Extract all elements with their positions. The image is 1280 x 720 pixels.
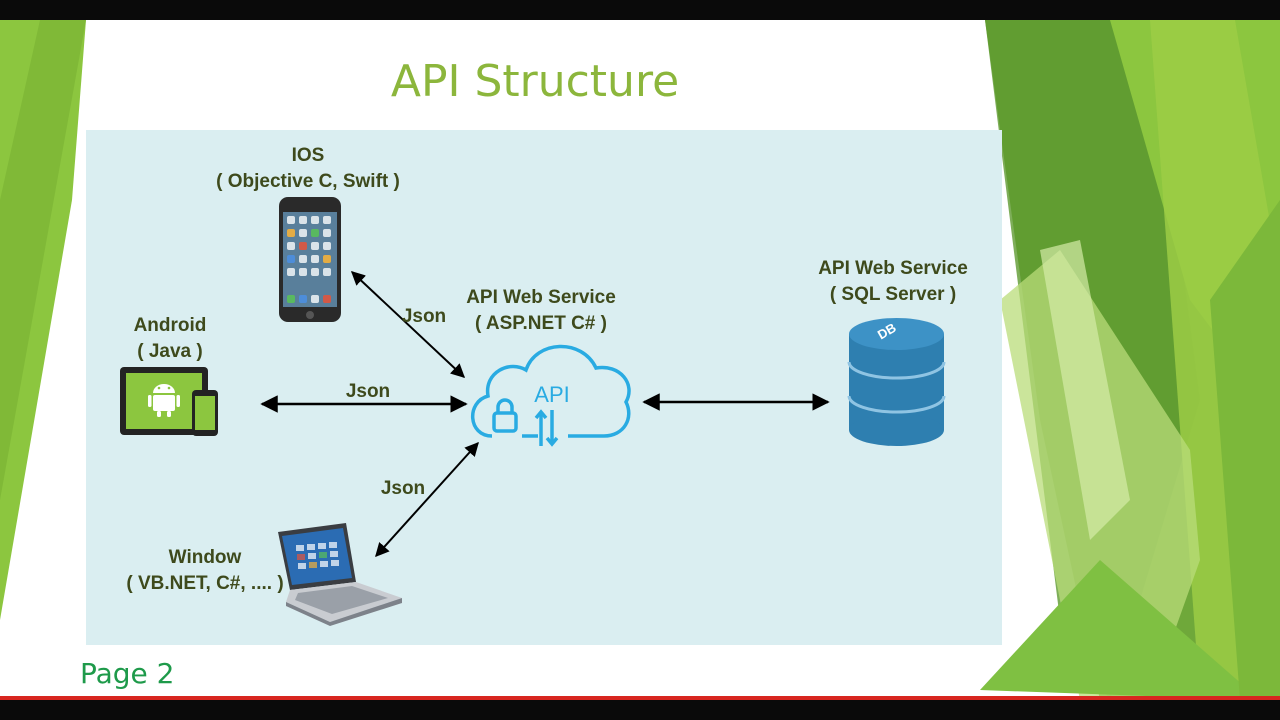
api-service-node-label: API Web Service ( ASP.NET C# ) bbox=[448, 285, 634, 337]
edge-label-android-api: Json bbox=[345, 381, 391, 402]
bottom-red-rule bbox=[0, 696, 1280, 700]
page-number-label: Page 2 bbox=[80, 657, 175, 690]
db-service-tech: ( SQL Server ) bbox=[829, 284, 957, 305]
api-service-tech: ( ASP.NET C# ) bbox=[475, 313, 607, 334]
api-icon-text: API bbox=[534, 382, 569, 407]
android-tablet-icon bbox=[120, 367, 218, 436]
window-name: Window bbox=[168, 547, 242, 568]
ios-node-label: IOS ( Objective C, Swift ) bbox=[210, 143, 406, 195]
window-node-label: Window ( VB.NET, C#, .... ) bbox=[120, 545, 290, 597]
slide-title: API Structure bbox=[390, 56, 680, 107]
edge-ios-api bbox=[350, 271, 466, 378]
edge-label-window-api: Json bbox=[380, 478, 426, 499]
android-tech: ( Java ) bbox=[137, 341, 203, 362]
ios-tech: ( Objective C, Swift ) bbox=[216, 171, 400, 192]
db-service-name: API Web Service bbox=[818, 258, 968, 279]
edge-window-api bbox=[375, 441, 479, 558]
edge-label-ios-api: Json bbox=[401, 306, 447, 327]
db-service-node-label: API Web Service ( SQL Server ) bbox=[800, 256, 986, 308]
api-service-name: API Web Service bbox=[466, 287, 616, 308]
top-letterbox-bar bbox=[0, 0, 1280, 20]
bottom-letterbox-bar bbox=[0, 700, 1280, 720]
database-icon bbox=[847, 318, 946, 446]
ios-name: IOS bbox=[291, 145, 325, 166]
android-node-label: Android ( Java ) bbox=[100, 313, 240, 365]
android-name: Android bbox=[133, 315, 207, 336]
laptop-icon bbox=[278, 523, 402, 626]
smartphone-icon bbox=[279, 197, 341, 322]
window-tech: ( VB.NET, C#, .... ) bbox=[126, 573, 284, 594]
cloud-api-icon bbox=[470, 344, 631, 447]
